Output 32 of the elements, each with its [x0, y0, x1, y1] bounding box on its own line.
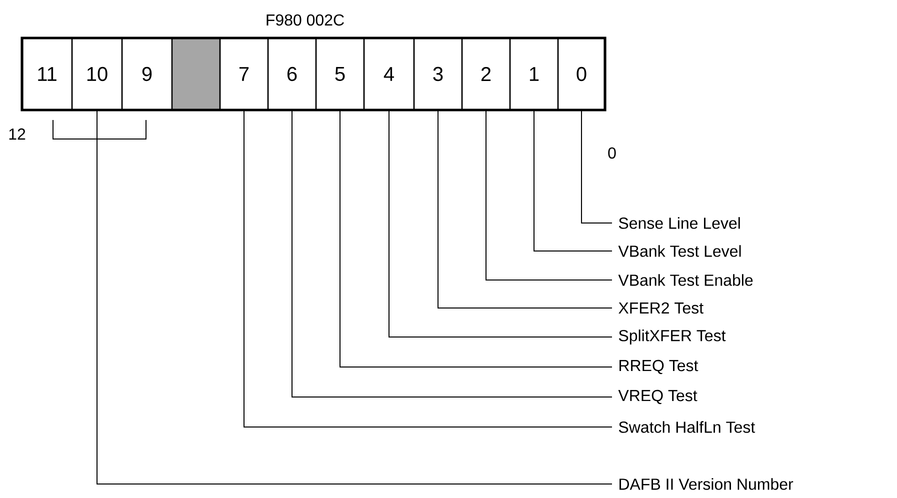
field-label: Swatch HalfLn Test: [618, 421, 756, 433]
field-label: DAFB II Version Number: [620, 478, 794, 490]
leader-line: [244, 110, 612, 428]
bit-number: 12: [9, 128, 26, 140]
leader-line: [438, 110, 612, 308]
bit-cell: 10: [71, 37, 123, 111]
field-label: RREQ Test: [620, 360, 698, 374]
field-label: VBank Test Enable: [618, 274, 753, 286]
field-label: XFER2 Test: [618, 302, 704, 314]
leader-line: [486, 110, 612, 280]
field-label: VBank Test Level: [618, 245, 741, 257]
bit-cell: 2: [461, 37, 511, 111]
field-label: Sense Line Level: [618, 217, 740, 229]
bit-cell: 5: [315, 37, 365, 111]
bit-cell: 6: [267, 37, 317, 111]
leader-line: [534, 110, 612, 252]
field-label: SplitXFER Test: [618, 330, 726, 344]
bit-number: 0: [608, 147, 616, 159]
leader-line: [388, 110, 612, 338]
leader-line: [96, 110, 612, 484]
leader-line: [340, 110, 612, 368]
bit-cell: 1: [509, 37, 559, 111]
bit-cell: 0: [557, 37, 606, 111]
bit-cell: 4: [363, 37, 415, 111]
shaded-cell: [171, 37, 221, 111]
field-label: VREQ Test: [618, 390, 698, 404]
leader-line: [581, 110, 612, 224]
bit-cell: 3: [413, 37, 463, 111]
register-address: F980 002C: [266, 14, 344, 26]
bit-cell: 7: [219, 37, 269, 111]
leader-line: [292, 110, 612, 398]
node-label: 11: [38, 67, 56, 81]
